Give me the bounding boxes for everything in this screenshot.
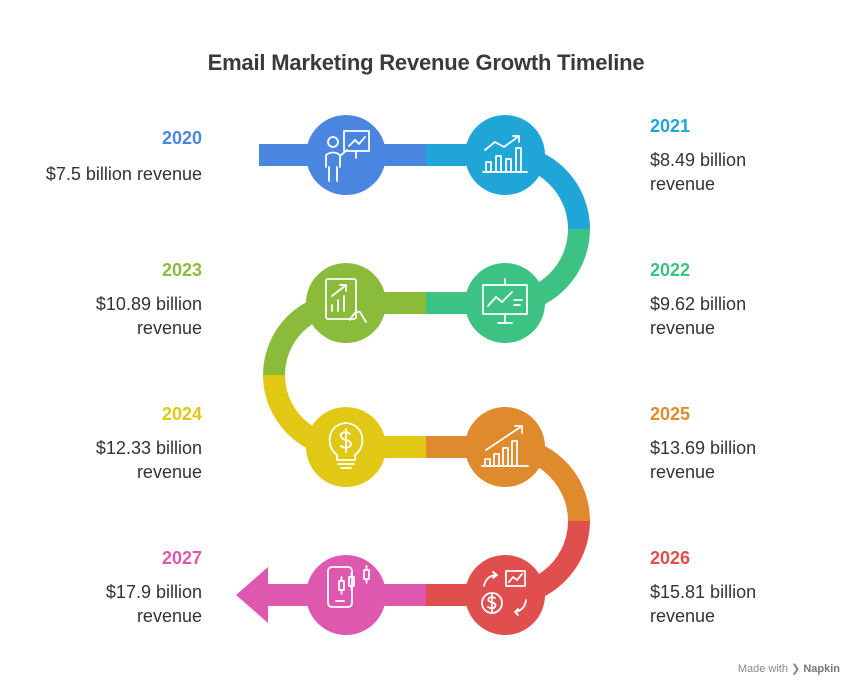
revenue-value: $12.33 billion revenue	[95, 438, 202, 482]
milestone-circle-2023	[306, 263, 386, 343]
napkin-watermark[interactable]: Made with ❯ Napkin	[738, 662, 840, 675]
revenue-value: $13.69 billion revenue	[650, 438, 757, 482]
milestone-label-2020: 2020 $7.5 billion revenue	[2, 126, 202, 186]
revenue-value: $17.9 billion revenue	[105, 582, 202, 626]
revenue-value: $9.62 billion revenue	[650, 294, 747, 338]
napkin-brand: Napkin	[803, 663, 840, 675]
year-label: 2022	[650, 260, 691, 280]
milestone-circle-2025	[465, 407, 545, 487]
year-label: 2026	[650, 548, 691, 568]
presenter-chart-icon	[325, 130, 370, 182]
milestone-label-2024: 2024 $12.33 billion revenue	[2, 402, 202, 484]
diagram-title: Email Marketing Revenue Growth Timeline	[207, 50, 645, 75]
milestone-label-2025: 2025 $13.69 billion revenue	[650, 402, 850, 484]
milestone-circle-2022	[465, 263, 545, 343]
year-label: 2021	[650, 116, 691, 136]
napkin-logo-icon: ❯	[791, 663, 801, 675]
year-label: 2025	[650, 404, 691, 424]
tablet-chart-icon	[325, 278, 367, 323]
money-exchange-icon	[481, 570, 527, 616]
milestone-circle-2020	[306, 115, 386, 195]
milestone-circle-2027	[306, 555, 386, 635]
arrow-head	[236, 567, 268, 623]
rising-bars-icon	[481, 425, 529, 467]
year-label: 2023	[161, 260, 202, 280]
milestone-circle-2026	[465, 555, 545, 635]
milestone-label-2026: 2026 $15.81 billion revenue	[650, 546, 850, 628]
made-with-text: Made with	[737, 663, 788, 675]
milestone-label-2021: 2021 $8.49 billion revenue	[650, 114, 850, 196]
year-label: 2020	[161, 128, 202, 148]
growth-bar-chart-icon	[482, 135, 528, 173]
dollar-lightbulb-icon	[328, 422, 364, 469]
revenue-value: $15.81 billion revenue	[650, 582, 757, 626]
milestone-label-2027: 2027 $17.9 billion revenue	[2, 546, 202, 628]
milestone-label-2022: 2022 $9.62 billion revenue	[650, 258, 850, 340]
mobile-candlestick-icon	[327, 565, 370, 608]
revenue-value: $8.49 billion revenue	[650, 150, 747, 194]
revenue-value: $10.89 billion revenue	[95, 294, 202, 338]
milestone-circle-2021	[465, 115, 545, 195]
milestone-label-2023: 2023 $10.89 billion revenue	[2, 258, 202, 340]
revenue-value: $7.5 billion revenue	[45, 164, 202, 184]
year-label: 2024	[161, 404, 202, 424]
presentation-board-icon	[482, 278, 528, 324]
year-label: 2027	[161, 548, 202, 568]
